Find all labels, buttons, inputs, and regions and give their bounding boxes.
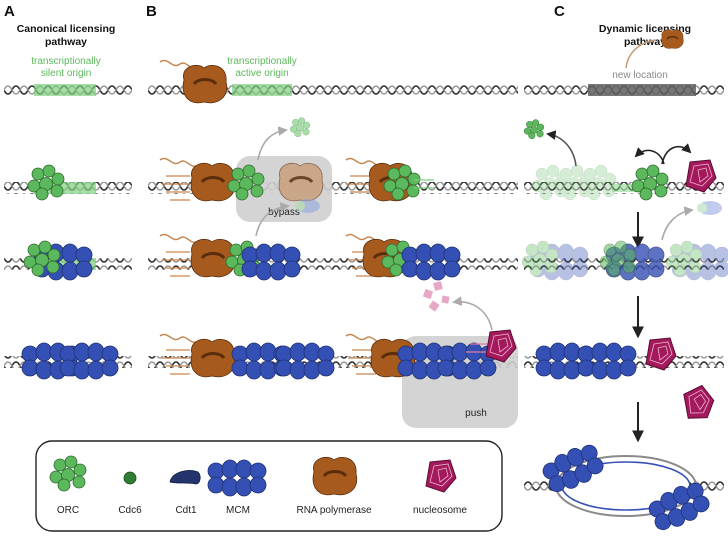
rna-transcript [159, 233, 197, 243]
panel-b: bypass [148, 59, 518, 428]
orc-complex [27, 164, 65, 201]
new-location-label: new location [612, 70, 668, 81]
release-arrow [257, 126, 288, 161]
release-arrow [255, 202, 290, 237]
bypass-label: bypass [268, 207, 300, 218]
panel-a [4, 84, 132, 380]
legend-label-orc: ORC [57, 505, 79, 516]
origin-region [232, 84, 292, 96]
released-rna-polymerase [660, 28, 685, 50]
eviction-arrow [452, 296, 493, 331]
orc-ghost [531, 164, 617, 201]
panel-a-origin-label-line1: transcriptionally [31, 56, 100, 67]
legend-label-cdc6: Cdc6 [118, 505, 142, 516]
legend: ORC Cdc6 Cdt1 MCM RNA polymerase nucleos… [35, 440, 503, 532]
legend-label-rna-polymerase: RNA polymerase [296, 505, 371, 516]
panel-a-letter: A [4, 3, 15, 20]
panel-a-title-line1: Canonical licensing [17, 23, 116, 35]
legend-label-cdt1: Cdt1 [175, 505, 197, 516]
cdc6-icon [123, 471, 137, 485]
nucleosome [678, 382, 720, 425]
push-label: push [465, 408, 487, 419]
exchange-arrow-right [661, 143, 692, 165]
release-arrow [661, 206, 694, 241]
panel-c-letter: C [554, 3, 565, 20]
evicted-histones [422, 281, 450, 312]
rna-polymerase-icon [311, 455, 359, 497]
origin-region [612, 184, 636, 192]
legend-label-nucleosome: nucleosome [413, 505, 467, 516]
rna-transcript [159, 333, 197, 343]
rna-polymerase [181, 63, 229, 105]
rna-transcript [159, 157, 197, 167]
motion-lines [162, 349, 190, 375]
rna-polymerase-ghost [277, 161, 325, 203]
cdt1-icon [169, 470, 201, 485]
new-location-region [588, 84, 696, 96]
released-cdc6-cdt1 [295, 199, 320, 213]
panel-a-title-line2: pathway [45, 36, 87, 48]
released-orc [523, 119, 545, 140]
panel-b-letter: B [146, 3, 157, 20]
rna-polymerase [189, 161, 237, 203]
orc-complex [631, 164, 669, 201]
panel-b-origin-label-line1: transcriptionally [227, 56, 296, 67]
panel-b-origin-label-line2: active origin [235, 68, 288, 79]
legend-box [35, 440, 503, 532]
motion-lines [466, 343, 490, 353]
released-orc [289, 117, 311, 138]
release-arrow [546, 130, 577, 167]
rna-polymerase [189, 337, 237, 379]
motion-lines [162, 251, 190, 277]
panel-a-origin-label-line2: silent origin [41, 68, 92, 79]
licensed-ghost-left [521, 240, 589, 281]
legend-label-mcm: MCM [226, 505, 250, 516]
motion-lines [414, 179, 434, 189]
panel-c: new location [521, 28, 728, 536]
motion-lines [162, 175, 190, 201]
origin-region [34, 84, 96, 96]
licensed-ghost-right [665, 240, 728, 281]
released-cdc6-cdt1 [697, 201, 722, 215]
release-arrow [625, 39, 657, 69]
exchange-arrow-left [634, 147, 665, 165]
